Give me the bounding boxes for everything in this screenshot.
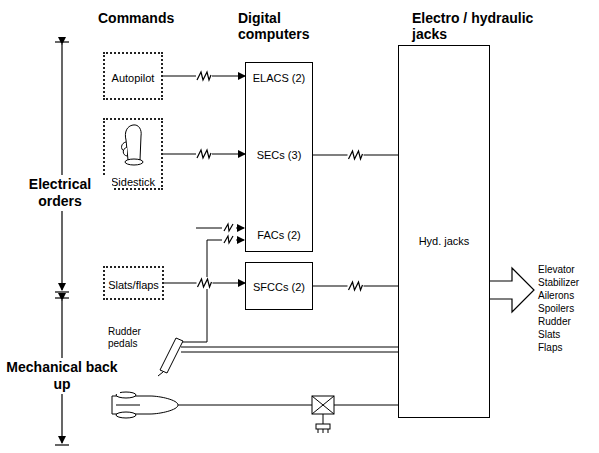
- output-arrow: [490, 268, 534, 312]
- column-heading: Commands: [98, 10, 193, 26]
- surface-label: Flaps: [538, 341, 562, 354]
- node-text: Hyd. jacks: [399, 233, 489, 249]
- actuator-box: Hyd. jacks: [398, 45, 490, 418]
- column-heading: Digital computers: [238, 10, 333, 42]
- signal-connector: [313, 149, 398, 161]
- rudder-pedal: [158, 338, 183, 376]
- command-box: Slats/flaps: [103, 266, 164, 300]
- command-box: Autopilot: [103, 52, 163, 100]
- label: Rudder pedals: [108, 326, 168, 350]
- surface-label: Rudder: [538, 315, 571, 328]
- node-text: Sidestick: [105, 174, 161, 190]
- surface-label: Ailerons: [538, 289, 574, 302]
- sidestick-icon: [122, 125, 143, 165]
- node-text: Slats/flaps: [105, 277, 162, 293]
- signal-connector: [313, 280, 398, 292]
- surface-label: Spoilers: [538, 302, 574, 315]
- label: Mechanical back up: [4, 358, 120, 394]
- computer-box: SFCCs (2): [245, 262, 313, 310]
- signal-break-symbol: [222, 222, 236, 244]
- surface-label: Elevator: [538, 263, 575, 276]
- mechanical-linkage: [178, 228, 398, 405]
- surface-label: Stabilizer: [538, 276, 579, 289]
- column-heading: Electro / hydraulic jacks: [412, 10, 562, 42]
- signal-connector: [164, 277, 245, 289]
- signal-connector: [163, 148, 245, 160]
- trim-actuator: [312, 396, 334, 433]
- computer-box: ELACS (2) SECs (3) FACs (2): [245, 62, 313, 252]
- node-text: SFCCs (2): [246, 279, 312, 295]
- node-text: FACs (2): [246, 227, 312, 243]
- node-text: SECs (3): [246, 147, 312, 163]
- surface-label: Slats: [538, 328, 560, 341]
- node-text: ELACS (2): [246, 70, 312, 86]
- command-box: Sidestick: [103, 118, 163, 190]
- trim-control: [112, 392, 178, 418]
- signal-connector: [163, 70, 245, 82]
- label: Electrical orders: [8, 175, 112, 211]
- node-text: Autopilot: [105, 70, 161, 86]
